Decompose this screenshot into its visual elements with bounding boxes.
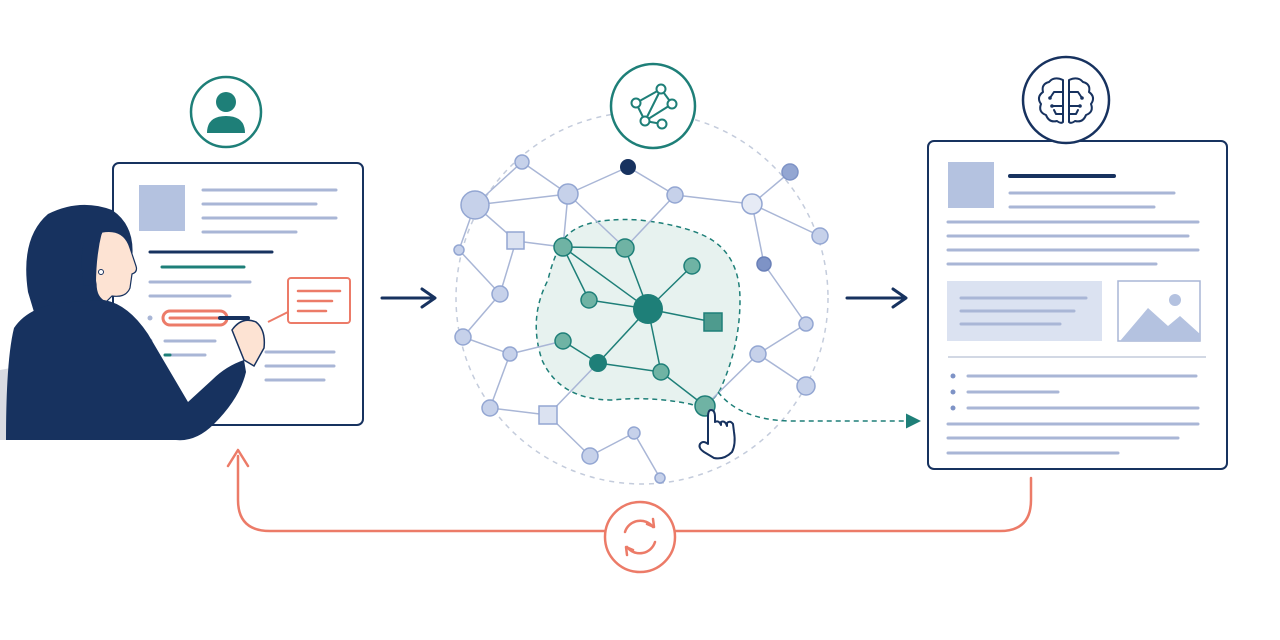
annotator-person <box>0 204 266 441</box>
graph-node <box>481 399 499 417</box>
hand-pointer-icon <box>698 409 736 460</box>
output-document <box>927 140 1228 470</box>
body <box>6 300 246 441</box>
graph-node <box>514 154 530 170</box>
user-icon <box>189 75 263 149</box>
annotation-callout <box>267 277 351 324</box>
input-document <box>112 162 364 426</box>
document-thumbnail <box>139 185 185 231</box>
graph-node <box>581 447 599 465</box>
graph-node <box>756 256 772 272</box>
graph-node <box>557 183 579 205</box>
cluster-node <box>615 238 635 258</box>
output-thumbnail <box>948 162 994 208</box>
graph-node <box>781 163 799 181</box>
graph-node <box>798 316 814 332</box>
cluster-node <box>553 237 573 257</box>
graph-node <box>654 472 666 484</box>
graph-node-square <box>506 231 525 250</box>
graph-node <box>502 346 518 362</box>
graph-node <box>741 193 763 215</box>
network-icon <box>609 62 697 150</box>
graph-node <box>627 426 641 440</box>
cluster-node-square <box>703 312 723 332</box>
graph-node <box>620 159 636 175</box>
graph-node-square <box>538 405 558 425</box>
cluster-node <box>652 363 670 381</box>
brain-icon <box>1021 55 1111 145</box>
arrow-to-graph <box>380 287 437 309</box>
image-placeholder-icon <box>1117 280 1201 342</box>
graph-node <box>453 244 465 256</box>
cluster-node <box>554 332 572 350</box>
graph-node <box>666 186 684 204</box>
dashed-connector-arrow <box>717 391 921 429</box>
knowledge-graph <box>453 62 829 485</box>
graph-node <box>811 227 829 245</box>
cluster-node <box>683 257 701 275</box>
central-node <box>633 294 663 324</box>
graph-node <box>749 345 767 363</box>
arrow-to-output <box>845 287 908 309</box>
graph-node <box>491 285 509 303</box>
graph-node <box>454 328 472 346</box>
graph-node <box>796 376 816 396</box>
graph-node <box>460 190 490 220</box>
cluster-node <box>580 291 598 309</box>
feedback-loop <box>226 448 1033 533</box>
cluster-node <box>589 354 607 372</box>
refresh-cycle-icon <box>603 500 677 574</box>
